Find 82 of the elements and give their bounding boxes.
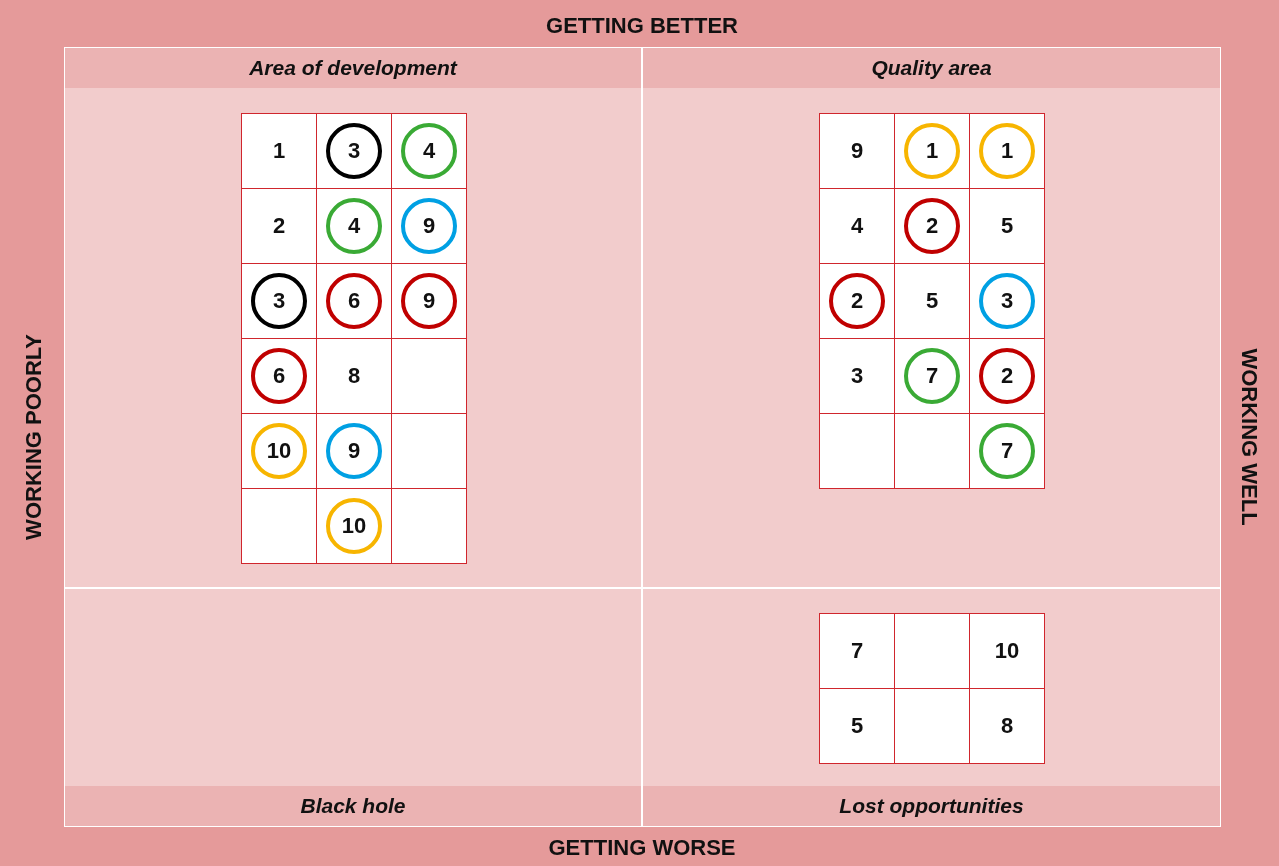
grid-cell bbox=[894, 263, 970, 339]
grid-cell bbox=[241, 338, 317, 414]
circled-number: 10 bbox=[251, 423, 307, 479]
cell-number: 10 bbox=[994, 638, 1020, 664]
quadrant-heading: Black hole bbox=[65, 786, 641, 826]
circled-number: 4 bbox=[326, 198, 382, 254]
grid-cell bbox=[316, 113, 392, 189]
axis-label: GETTING BETTER bbox=[546, 13, 738, 39]
quadrant-panel bbox=[642, 47, 1221, 588]
cell-number: 3 bbox=[850, 363, 864, 389]
grid-cell bbox=[316, 413, 392, 489]
axis-label: WORKING POORLY bbox=[21, 334, 47, 540]
grid-cell bbox=[391, 488, 467, 564]
grid-cell bbox=[969, 188, 1045, 264]
grid-cell bbox=[391, 413, 467, 489]
grid-cell bbox=[241, 263, 317, 339]
cell-number: 1 bbox=[272, 138, 286, 164]
circled-number: 2 bbox=[979, 348, 1035, 404]
grid-cell bbox=[316, 188, 392, 264]
axis-label: WORKING WELL bbox=[1236, 348, 1262, 526]
grid-cell bbox=[819, 188, 895, 264]
grid-cell bbox=[819, 263, 895, 339]
grid-cell bbox=[969, 263, 1045, 339]
grid-cell bbox=[241, 188, 317, 264]
circled-number: 10 bbox=[326, 498, 382, 554]
cell-number: 2 bbox=[272, 213, 286, 239]
circled-number: 9 bbox=[326, 423, 382, 479]
grid-cell bbox=[819, 338, 895, 414]
grid-cell bbox=[316, 488, 392, 564]
grid-cell bbox=[391, 263, 467, 339]
grid-cell bbox=[819, 688, 895, 764]
grid-cell bbox=[894, 338, 970, 414]
grid-cell bbox=[316, 263, 392, 339]
grid-cell bbox=[316, 338, 392, 414]
circled-number: 3 bbox=[326, 123, 382, 179]
grid-cell bbox=[819, 613, 895, 689]
grid-cell bbox=[391, 113, 467, 189]
grid-cell bbox=[819, 413, 895, 489]
grid-cell bbox=[894, 188, 970, 264]
quadrant-panel bbox=[642, 588, 1221, 827]
circled-number: 4 bbox=[401, 123, 457, 179]
cell-number: 9 bbox=[850, 138, 864, 164]
grid-cell bbox=[894, 413, 970, 489]
cell-number: 5 bbox=[1000, 213, 1014, 239]
cell-number: 4 bbox=[850, 213, 864, 239]
grid-cell bbox=[969, 688, 1045, 764]
grid-cell bbox=[241, 413, 317, 489]
grid-cell bbox=[241, 488, 317, 564]
grid-cell bbox=[969, 613, 1045, 689]
circled-number: 2 bbox=[829, 273, 885, 329]
circled-number: 7 bbox=[979, 423, 1035, 479]
quadrant-panel bbox=[64, 47, 642, 588]
grid-cell bbox=[391, 188, 467, 264]
cell-number: 5 bbox=[925, 288, 939, 314]
grid-cell bbox=[969, 338, 1045, 414]
cell-number: 8 bbox=[347, 363, 361, 389]
circled-number: 1 bbox=[979, 123, 1035, 179]
cell-number: 8 bbox=[1000, 713, 1014, 739]
grid-cell bbox=[819, 113, 895, 189]
quadrant-heading: Lost opportunities bbox=[643, 786, 1220, 826]
grid-cell bbox=[894, 113, 970, 189]
cell-number: 7 bbox=[850, 638, 864, 664]
grid-cell bbox=[894, 613, 970, 689]
quadrant-heading: Area of development bbox=[65, 48, 641, 88]
grid-cell bbox=[894, 688, 970, 764]
grid-cell bbox=[969, 413, 1045, 489]
circled-number: 2 bbox=[904, 198, 960, 254]
circled-number: 3 bbox=[251, 273, 307, 329]
circled-number: 7 bbox=[904, 348, 960, 404]
quadrant-panel bbox=[64, 588, 642, 827]
grid-cell bbox=[969, 113, 1045, 189]
cell-number: 5 bbox=[850, 713, 864, 739]
circled-number: 3 bbox=[979, 273, 1035, 329]
quadrant-heading: Quality area bbox=[643, 48, 1220, 88]
circled-number: 9 bbox=[401, 273, 457, 329]
circled-number: 9 bbox=[401, 198, 457, 254]
circled-number: 1 bbox=[904, 123, 960, 179]
circled-number: 6 bbox=[326, 273, 382, 329]
circled-number: 6 bbox=[251, 348, 307, 404]
grid-cell bbox=[241, 113, 317, 189]
axis-label: GETTING WORSE bbox=[548, 835, 736, 861]
grid-cell bbox=[391, 338, 467, 414]
